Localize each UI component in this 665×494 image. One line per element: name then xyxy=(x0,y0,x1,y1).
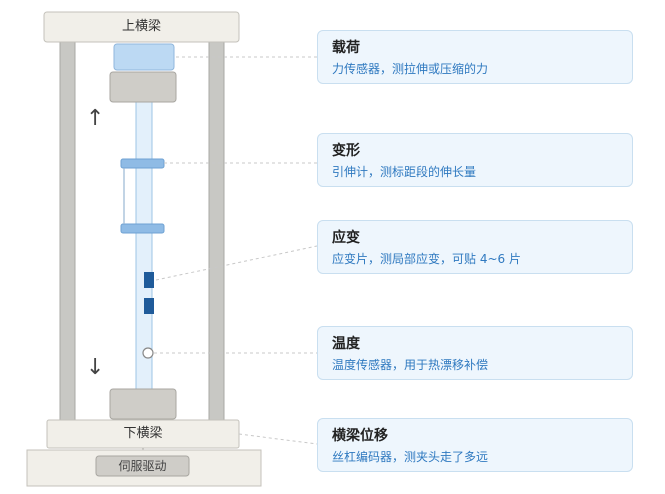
annotation-card-load: 载荷 力传感器，测拉伸或压缩的力 xyxy=(317,30,633,84)
annotation-title: 变形 xyxy=(332,143,360,159)
annotation-title: 载荷 xyxy=(332,40,360,56)
annotation-description: 应变片，测局部应变，可贴 4~6 片 xyxy=(332,252,521,266)
annotation-card-temperature: 温度 温度传感器，用于热漂移补偿 xyxy=(317,326,633,380)
extensometer-lower-arm xyxy=(120,223,165,234)
annotation-title: 温度 xyxy=(332,336,360,352)
annotation-description: 力传感器，测拉伸或压缩的力 xyxy=(332,62,489,76)
specimen xyxy=(135,99,153,391)
strain-gauge xyxy=(144,298,154,314)
annotation-card-deformation: 变形 引伸计，测标距段的伸长量 xyxy=(317,133,633,187)
leader-line-strain xyxy=(155,245,318,281)
annotation-description: 引伸计，测标距段的伸长量 xyxy=(332,165,477,179)
annotation-description: 丝杠编码器，测夹头走了多远 xyxy=(332,450,489,464)
annotation-title: 横梁位移 xyxy=(332,428,388,444)
lower-grip xyxy=(109,388,177,420)
extensometer-upper-arm xyxy=(120,158,165,169)
down-arrow-icon: ↓ xyxy=(86,355,105,380)
annotation-description: 温度传感器，用于热漂移补偿 xyxy=(332,358,489,372)
up-arrow-icon: ↑ xyxy=(86,106,105,131)
upper-grip xyxy=(109,71,177,103)
strain-gauge xyxy=(144,272,154,288)
servo-drive-box xyxy=(95,455,190,477)
upper-beam xyxy=(43,11,240,43)
right-column xyxy=(208,39,225,423)
left-column xyxy=(59,39,76,423)
servo-drive-label: 伺服驱动 xyxy=(118,459,167,473)
annotation-card-strain: 应变 应变片，测局部应变，可贴 4~6 片 xyxy=(317,220,633,274)
load-cell xyxy=(113,43,175,71)
annotation-title: 应变 xyxy=(332,230,360,246)
lower-beam-label: 下横梁 xyxy=(123,426,163,441)
upper-beam-label: 上横梁 xyxy=(121,19,161,34)
annotation-card-crosshead: 横梁位移 丝杠编码器，测夹头走了多远 xyxy=(317,418,633,472)
leader-line-crosshead xyxy=(238,433,318,445)
temperature-sensor xyxy=(142,347,154,359)
